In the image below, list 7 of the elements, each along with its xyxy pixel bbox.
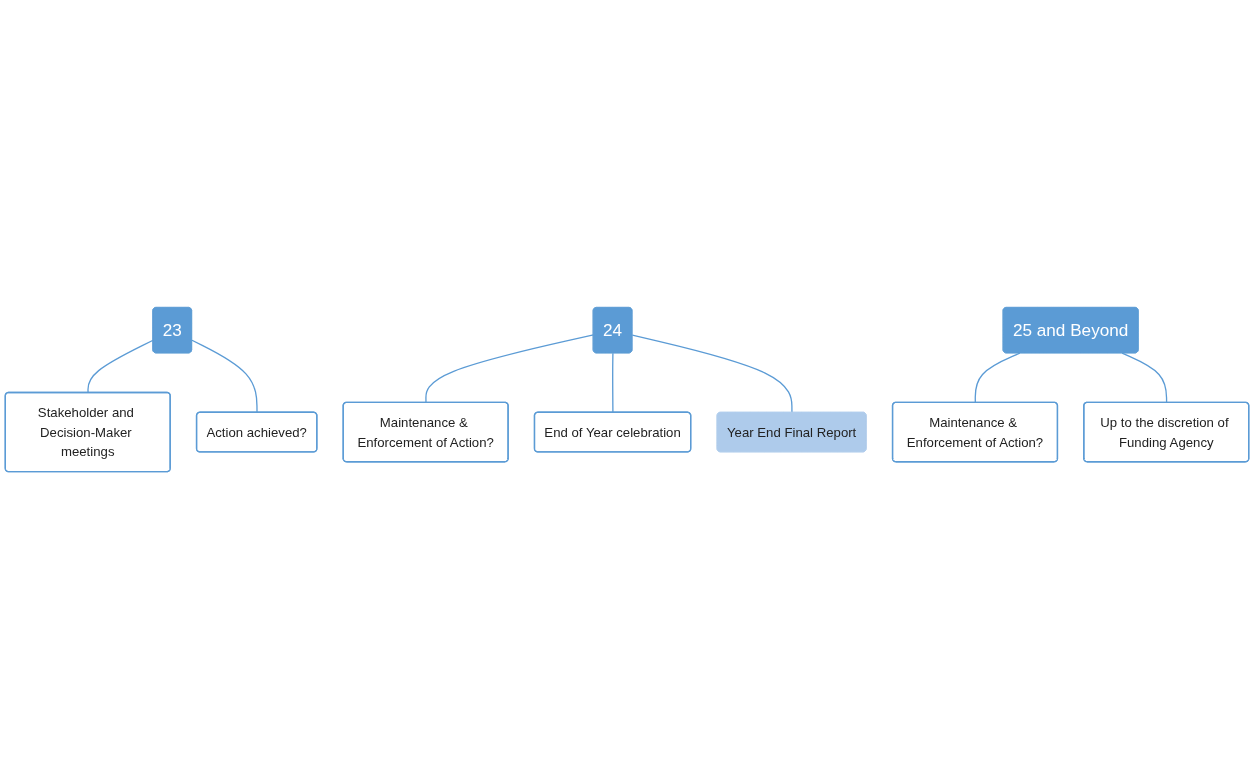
- connector: [974, 352, 1021, 404]
- connector: [612, 352, 614, 414]
- connector: [631, 334, 793, 414]
- connector: [1121, 352, 1168, 404]
- connector: [87, 339, 154, 394]
- connector: [191, 339, 258, 414]
- connector: [425, 334, 595, 404]
